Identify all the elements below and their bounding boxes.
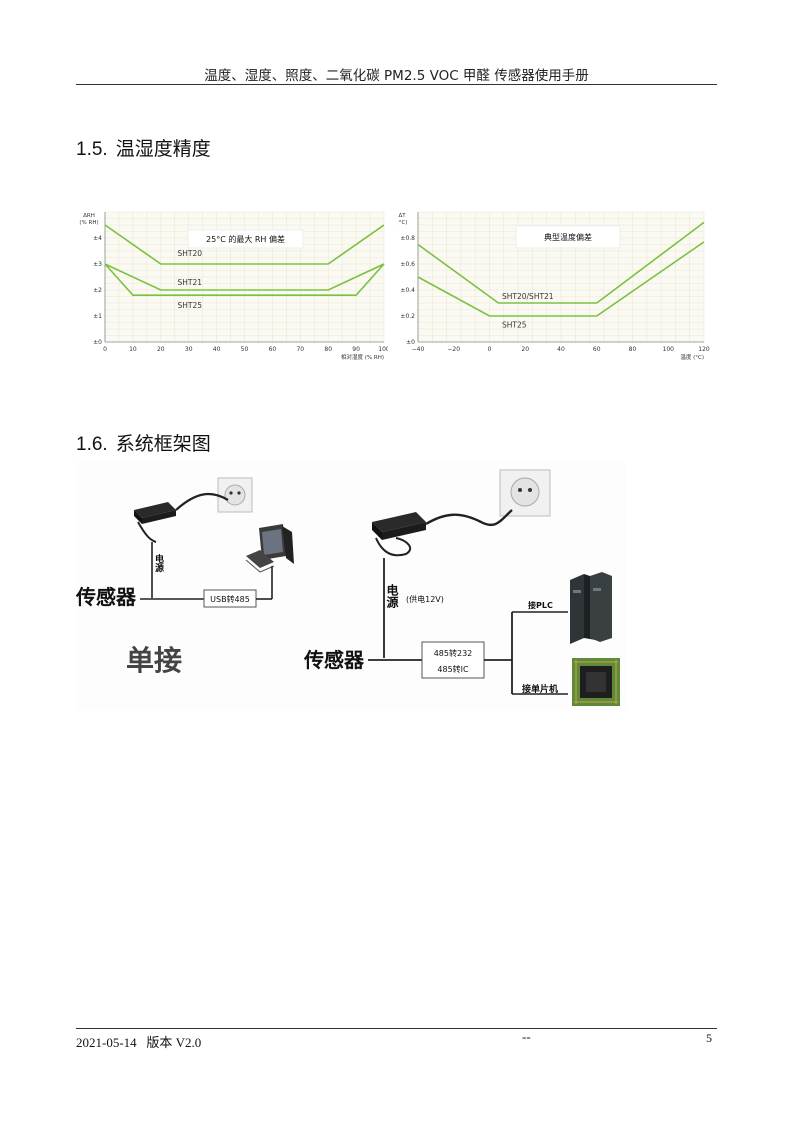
wall-socket-icon [217,477,253,513]
y-tick-label: ±0 [406,339,415,346]
x-axis-label: 相对湿度 (% RH) [341,353,384,361]
x-tick-label: 120 [698,346,710,353]
x-tick-label: 60 [593,346,601,353]
x-tick-label: 100 [663,346,675,353]
y-tick-label: ±1 [93,313,102,320]
x-axis-label: 温度 (°C) [680,353,704,361]
section-number: 1.5. [76,139,108,160]
x-tick-label: 50 [241,346,249,353]
y-axis-label: ΔRH [83,213,95,219]
x-tick-label: 40 [213,346,221,353]
section-heading-accuracy: 1.5. 温湿度精度 [76,134,211,161]
sensor-label-right: 传感器 [303,648,365,672]
section-heading-architecture: 1.6. 系统框架图 [76,429,211,456]
power-adapter-icon [372,509,513,557]
y-axis-label: ΔT [398,213,406,219]
x-tick-label: 20 [521,346,529,353]
series-line [104,263,385,291]
converter-485-ic: 485转IC [437,664,469,674]
y-axis-label: (°C) [398,220,407,226]
chart-title: 典型温度偏差 [544,232,592,242]
system-architecture-diagram: 电源 传感器 USB转485 单接 电源 (供电12V) 传感器 485转232… [76,462,626,710]
rh-accuracy-chart: 0 10 20 30 40 50 60 70 80 90 100 ±0 ±1 ±2 ±3 ±4 ΔRH(% RH… [79,211,388,361]
series-label: SHT20/SHT21 [502,292,554,301]
mcu-label: 接单片机 [522,683,558,695]
power-adapter-icon [134,492,229,543]
footer-version: 版本 V2.0 [146,1035,202,1050]
page-number: 5 [706,1031,712,1045]
x-tick-label: 60 [269,346,277,353]
temperature-accuracy-chart: −40 −20 0 20 40 60 80 100 120 ±0 ±0.2 ±0.4 ±0.6 ±0.8 Δ… [398,211,710,361]
footer-rule [76,1028,717,1029]
converter-485-232: 485转232 [434,648,473,658]
chart-title-box [187,229,304,249]
chart-title-box [515,225,621,249]
y-tick-label: ±0 [93,339,102,346]
series-label: SHT25 [178,301,203,310]
y-tick-label: ±3 [93,261,102,268]
y-axis-label: (% RH) [79,220,98,226]
series-label: SHT21 [178,278,203,287]
x-tick-label: 30 [185,346,193,353]
chart-title: 25°C 的最大 RH 偏差 [206,234,285,244]
y-tick-label: ±4 [93,235,102,242]
series-line [104,263,385,296]
footer-date-version: 2021-05-14 版本 V2.0 [76,1032,201,1051]
running-header: 温度、湿度、照度、二氧化碳 PM2.5 VOC 甲醛 传感器使用手册 [204,68,589,84]
plc-icon [570,572,612,644]
y-tick-label: ±0.2 [400,313,415,320]
header-rule [76,84,717,85]
section-title: 系统框架图 [115,433,211,455]
series-label: SHT25 [502,321,527,330]
power-label-left: 电源 [153,553,164,573]
x-tick-label: −40 [412,346,425,353]
power-supply-note: (供电12V) [406,594,444,604]
x-tick-label: 0 [103,346,107,353]
x-tick-label: 10 [129,346,137,353]
y-tick-label: ±0.6 [400,261,415,268]
x-tick-label: 90 [352,346,360,353]
series-line [104,224,385,265]
section-number: 1.6. [76,434,108,455]
footer-middle: -- [522,1029,531,1044]
x-tick-label: −20 [447,346,460,353]
single-connection-label: 单接 [126,644,182,677]
x-tick-label: 80 [324,346,332,353]
plc-label: 接PLC [528,600,553,610]
x-tick-label: 80 [629,346,637,353]
x-tick-label: 70 [296,346,304,353]
converter-usb485: USB转485 [210,594,250,604]
footer-date: 2021-05-14 [76,1035,137,1050]
x-tick-label: 40 [557,346,565,353]
section-title: 温湿度精度 [115,138,211,160]
x-tick-label: 0 [488,346,492,353]
x-tick-label: 100 [378,346,388,353]
y-tick-label: ±2 [93,287,102,294]
circuit-board-icon [572,658,620,706]
y-tick-label: ±0.4 [400,287,415,294]
y-tick-label: ±0.8 [400,235,415,242]
power-label-right: 电源 [385,583,399,609]
series-line [417,241,705,317]
computer-icon [245,524,294,573]
x-tick-label: 20 [157,346,165,353]
series-line [417,221,705,304]
sensor-label-left: 传感器 [76,585,137,609]
series-label: SHT20 [178,249,203,258]
wall-socket-icon [499,469,551,517]
